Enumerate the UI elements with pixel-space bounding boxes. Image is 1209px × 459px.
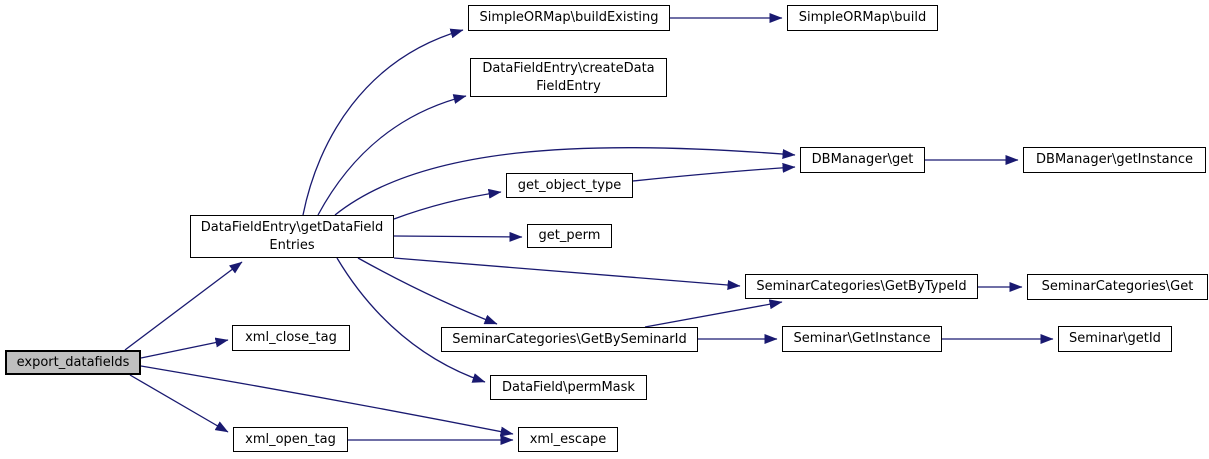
node-get-object-type[interactable]: get_object_type: [506, 173, 633, 198]
node-label: SeminarCategories\GetBySeminarId: [452, 331, 687, 347]
node-dbmanager-get[interactable]: DBManager\get: [800, 147, 925, 173]
node-label: DBManager\get: [811, 152, 914, 167]
edge-get-object-type-to-dbmanager-get: [632, 162, 796, 182]
edge-export-datafields-to-xml-open-tag: [129, 374, 229, 433]
edge-datafieldentry-getdatafieldentries-to-seminarcategories-getbyseminarid: [357, 257, 498, 325]
node-label: SimpleORMap\build: [798, 10, 927, 25]
node-label: Entries: [269, 237, 315, 253]
node-get-perm[interactable]: get_perm: [527, 224, 612, 248]
node-seminarcategories-get[interactable]: SeminarCategories\Get: [1027, 274, 1208, 300]
node-datafield-permmask[interactable]: DataField\permMask: [490, 375, 647, 400]
node-label: xml_close_tag: [245, 330, 337, 345]
node-xml-close-tag[interactable]: xml_close_tag: [232, 325, 350, 351]
edge-export-datafields-to-xml-escape: [140, 365, 514, 437]
edge-datafieldentry-getdatafieldentries-to-dbmanager-get: [334, 146, 796, 216]
edge-datafieldentry-getdatafieldentries-to-datafieldentry-createdatafieldentry: [317, 94, 467, 216]
edge-seminarcategories-getbyseminarid-to-seminarcategories-getbytypeid: [644, 299, 783, 328]
node-label: get_object_type: [517, 177, 622, 193]
node-label: xml_open_tag: [245, 431, 336, 447]
edge-datafieldentry-getdatafieldentries-to-seminarcategories-getbytypeid: [393, 257, 741, 290]
node-label: DBManager\getInstance: [1036, 152, 1193, 167]
edge-datafieldentry-getdatafieldentries-to-datafield-permmask: [336, 257, 486, 383]
edge-datafieldentry-getdatafieldentries-to-get-object-type: [393, 188, 502, 220]
edge-export-datafields-to-datafieldentry-getdatafieldentries: [124, 261, 243, 351]
node-label: SeminarCategories\GetByTypeId: [756, 278, 967, 294]
node-export-datafields: export_datafields: [5, 350, 141, 375]
node-seminarcategories-getbytypeid[interactable]: SeminarCategories\GetByTypeId: [745, 274, 978, 299]
node-label: DataFieldEntry\getDataField: [200, 219, 384, 235]
edge-datafieldentry-getdatafieldentries-to-get-perm: [393, 231, 523, 242]
node-seminar-getinstance[interactable]: Seminar\GetInstance: [782, 326, 942, 352]
edge-datafieldentry-getdatafieldentries-to-simpleormap-buildexisting: [302, 28, 464, 216]
node-xml-escape[interactable]: xml_escape: [518, 427, 618, 452]
node-label: get_perm: [538, 228, 601, 243]
node-label: DataField\permMask: [502, 379, 635, 395]
node-seminarcategories-getbyseminarid[interactable]: SeminarCategories\GetBySeminarId: [441, 327, 698, 352]
node-label: FieldEntry: [536, 78, 601, 94]
node-simpleormap-build[interactable]: SimpleORMap\build: [787, 5, 938, 31]
node-simpleormap-buildexisting[interactable]: SimpleORMap\buildExisting: [468, 5, 670, 31]
node-label: DataFieldEntry\createData: [482, 60, 655, 76]
node-label: xml_escape: [529, 431, 607, 447]
node-seminar-getid[interactable]: Seminar\getId: [1058, 326, 1172, 352]
node-label: Seminar\GetInstance: [793, 331, 931, 346]
node-label: export_datafields: [16, 354, 130, 370]
node-xml-open-tag[interactable]: xml_open_tag: [233, 427, 348, 452]
node-label: Seminar\getId: [1069, 331, 1161, 346]
node-label: SimpleORMap\buildExisting: [479, 10, 659, 25]
node-dbmanager-getinstance[interactable]: DBManager\getInstance: [1023, 147, 1206, 173]
node-label: SeminarCategories\Get: [1041, 279, 1194, 294]
edge-export-datafields-to-xml-close-tag: [140, 337, 229, 359]
